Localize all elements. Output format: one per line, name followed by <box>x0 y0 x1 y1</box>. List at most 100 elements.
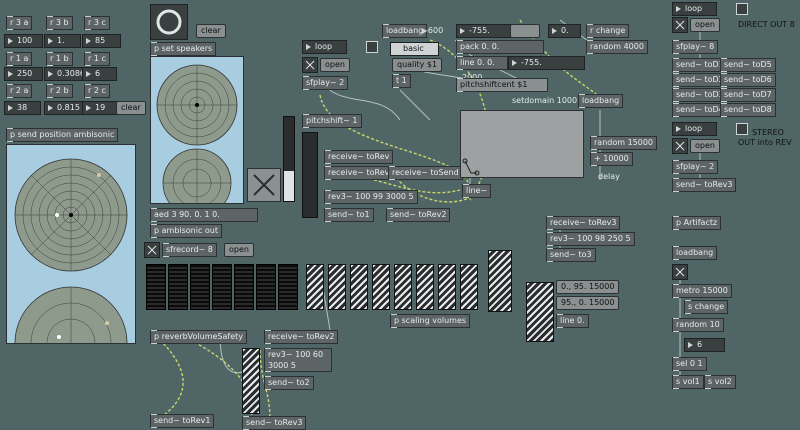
pitchshift-box[interactable]: pitchshift~ 1 <box>302 114 362 128</box>
rev3-box[interactable]: rev3~ 100 99 3000 5 <box>324 190 418 204</box>
r-3-c-box[interactable]: r 3 c <box>84 16 110 30</box>
direct-loop-checkbox[interactable] <box>736 3 748 15</box>
direct-sfplay-box[interactable]: sfplay~ 8 <box>672 40 719 54</box>
line-0-box[interactable]: line 0. <box>556 314 589 328</box>
basic-dropdown[interactable]: basic <box>390 42 439 56</box>
line-top-box[interactable]: line 0. 0. <box>456 56 508 70</box>
num-85[interactable]: 85 <box>82 34 121 48</box>
send-toD2-box[interactable]: send~ toD2 <box>672 73 728 87</box>
random-4000-box[interactable]: random 4000 <box>586 40 648 54</box>
rev3-toRev3-box[interactable]: rev3~ 100 98 250 5 <box>546 232 635 246</box>
clear-button[interactable]: clear <box>116 101 146 115</box>
num-minus-755-b[interactable]: -755. <box>508 56 585 70</box>
volume-slider-6[interactable] <box>416 264 434 310</box>
setdomain-message[interactable]: setdomain 1000 <box>512 96 578 105</box>
loop-dropdown[interactable]: loop <box>302 40 348 54</box>
num-38[interactable]: 38 <box>4 101 41 115</box>
s-vol1-box[interactable]: s vol1 <box>672 375 704 389</box>
rev3-reverb-box[interactable]: rev3~ 100 60 3000 5 <box>264 348 332 372</box>
random-10-box[interactable]: random 10 <box>672 318 724 332</box>
volume-slider-4[interactable] <box>372 264 390 310</box>
speakers-record-button[interactable] <box>150 4 188 40</box>
stereo-send-toRev3-box[interactable]: send~ toRev3 <box>672 178 737 192</box>
volume-slider-5[interactable] <box>394 264 412 310</box>
volume-slider-3[interactable] <box>350 264 368 310</box>
scaling-volumes-box[interactable]: p scaling volumes <box>390 314 471 328</box>
open-button[interactable]: open <box>320 58 350 72</box>
num-0-815[interactable]: 0.815 <box>44 101 83 115</box>
num-1[interactable]: 1. <box>44 34 81 48</box>
s-vol2-box[interactable]: s vol2 <box>704 375 736 389</box>
loadbang2-box[interactable]: loadbang <box>578 94 624 108</box>
volume-slider-7[interactable] <box>438 264 456 310</box>
num-19[interactable]: 19 <box>82 101 119 115</box>
master-volume-slider[interactable] <box>488 250 512 312</box>
fade-out-message[interactable]: 95., 0. 15000 <box>556 296 620 310</box>
stereo-sfplay-box[interactable]: sfplay~ 2 <box>672 160 719 174</box>
r-3-a-box[interactable]: r 3 a <box>6 16 33 30</box>
vertical-slider-1[interactable] <box>283 116 295 202</box>
pitchshiftcent-box[interactable]: pitchshiftcent $1 <box>456 78 548 92</box>
artifactz-box[interactable]: p Artifactz <box>672 216 722 230</box>
receive-toSend-box[interactable]: receive~ toSend <box>388 166 463 180</box>
direct-loop-dropdown[interactable]: loop <box>672 2 718 16</box>
speakers-display-panel[interactable] <box>150 56 244 218</box>
stereo-open-button[interactable]: open <box>690 139 720 153</box>
fade-in-message[interactable]: 0., 95. 15000 <box>556 280 620 294</box>
r-2-c-box[interactable]: r 2 c <box>84 84 110 98</box>
ambisonic-display-panel[interactable] <box>6 144 136 344</box>
receive-toRev-box[interactable]: receive~ toRev <box>324 150 394 164</box>
sel-box[interactable]: sel 0 1 <box>672 357 707 371</box>
set-speakers-box[interactable]: p set speakers <box>150 42 217 56</box>
num-2000[interactable]: 2000 <box>462 73 482 82</box>
num-minus-755-a[interactable]: -755. <box>456 24 519 38</box>
num-250[interactable]: 250 <box>4 67 43 81</box>
send-toRev3-reverb-box[interactable]: send~ toRev3 <box>242 416 307 430</box>
send-toD5-box[interactable]: send~ toD5 <box>720 58 776 72</box>
r-2-a-box[interactable]: r 2 a <box>6 84 33 98</box>
plus-10000-box[interactable]: + 10000 <box>590 152 633 166</box>
artifacts-loadbang-box[interactable]: loadbang <box>672 246 718 260</box>
volume-fader[interactable] <box>526 282 554 342</box>
r-3-b-box[interactable]: r 3 b <box>46 16 73 30</box>
direct-play-toggle[interactable] <box>672 17 688 33</box>
num-0-3086[interactable]: 0.3086 <box>44 67 85 81</box>
num-100[interactable]: 100 <box>4 34 43 48</box>
send-toD8-box[interactable]: send~ toD8 <box>720 103 776 117</box>
send-toD1-box[interactable]: send~ toD1 <box>672 58 728 72</box>
random-15000-box[interactable]: random 15000 <box>590 136 658 150</box>
send-toD6-box[interactable]: send~ toD6 <box>720 73 776 87</box>
num-0[interactable]: 0. <box>548 24 581 38</box>
delay-box[interactable]: delay <box>598 172 620 181</box>
volume-slider-2[interactable] <box>328 264 346 310</box>
metro-toggle[interactable] <box>672 264 688 280</box>
loop-checkbox[interactable] <box>366 41 378 53</box>
send-toRev2-box[interactable]: send~ toRev2 <box>386 208 451 222</box>
r-1-a-box[interactable]: r 1 a <box>6 52 33 66</box>
num-6-output[interactable]: 6 <box>684 338 725 352</box>
stereo-play-toggle[interactable] <box>672 138 688 154</box>
vertical-slider-2[interactable] <box>302 132 318 218</box>
line-box[interactable]: line~ <box>462 184 492 198</box>
sfrecord-toggle[interactable] <box>144 242 160 258</box>
send-to3-box[interactable]: send~ to3 <box>546 248 596 262</box>
t1-box[interactable]: t 1 <box>392 74 411 88</box>
r-1-c-box[interactable]: r 1 c <box>84 52 110 66</box>
stereo-loop-checkbox[interactable] <box>736 123 748 135</box>
r-change-box[interactable]: r change <box>586 24 630 38</box>
receive-toRev2-box[interactable]: receive~ toRev2 <box>264 330 339 344</box>
sfrecord-open-button[interactable]: open <box>224 243 254 257</box>
stop-toggle[interactable] <box>247 168 281 202</box>
num-minus-600[interactable]: -600 <box>418 24 445 38</box>
quality-message[interactable]: quality $1 <box>392 58 443 72</box>
volume-slider-8[interactable] <box>460 264 478 310</box>
reverb-volume-safety-box[interactable]: p reverbVolumeSafety <box>150 330 248 344</box>
function-editor[interactable] <box>460 110 584 178</box>
volume-slider-1[interactable] <box>306 264 324 310</box>
send-position-ambisonic-box[interactable]: p send position ambisonic <box>6 128 119 142</box>
send-toRev1-box[interactable]: send~ toRev1 <box>150 414 215 428</box>
r-1-b-box[interactable]: r 1 b <box>46 52 73 66</box>
sfplay-box[interactable]: sfplay~ 2 <box>302 76 349 90</box>
direct-open-button[interactable]: open <box>690 18 720 32</box>
send-to1-box[interactable]: send~ to1 <box>324 208 374 222</box>
